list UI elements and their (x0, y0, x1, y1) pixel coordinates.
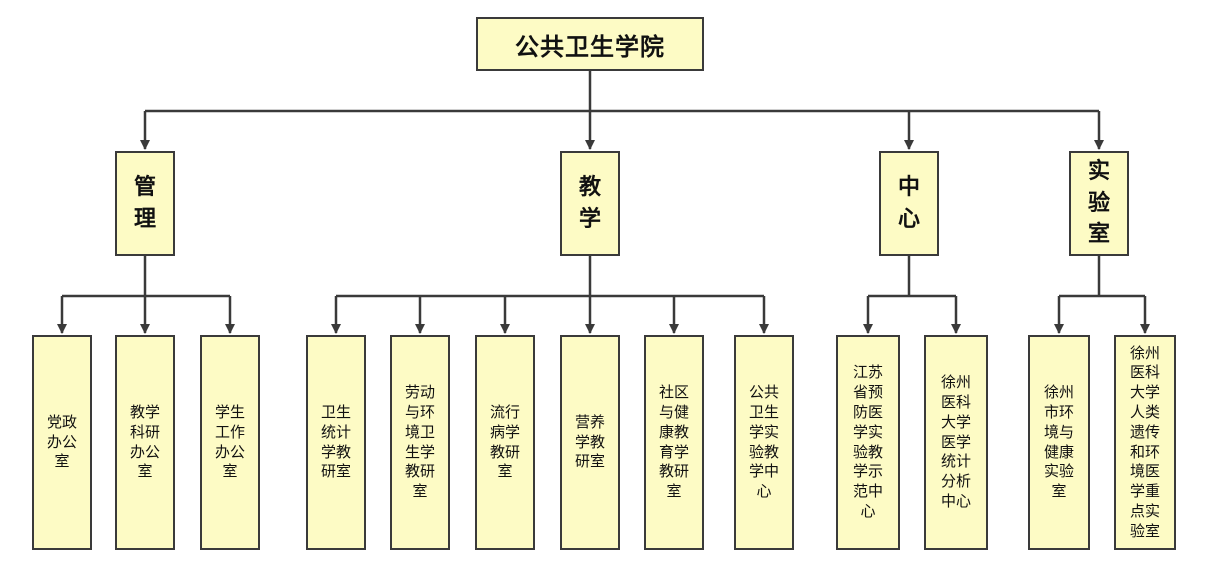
group-label-laboratory: 实 验 室 (1087, 158, 1110, 248)
leaf-node: 徐州 医科 大学 人类 遗传 和环 境医 学重 点实 验室 (1114, 335, 1176, 550)
leaf-label: 劳动 与环 境卫 生学 教研 室 (404, 383, 435, 501)
root-node: 公共卫生学院 (476, 17, 704, 71)
group-node-center: 中 心 (879, 151, 939, 256)
leaf-label: 公共 卫生 学实 验教 学中 心 (748, 383, 779, 501)
root-label: 公共卫生学院 (515, 32, 665, 61)
leaf-label: 学生 工作 办公 室 (214, 402, 245, 481)
leaf-node: 卫生 统计 学教 研室 (306, 335, 366, 550)
leaf-label: 社区 与健 康教 育学 教研 室 (658, 383, 689, 501)
leaf-label: 卫生 统计 学教 研室 (320, 402, 351, 481)
leaf-node: 徐州 医科 大学 医学 统计 分析 中心 (924, 335, 988, 550)
leaf-node: 徐州 市环 境与 健康 实验 室 (1028, 335, 1090, 550)
leaf-node: 党政 办公 室 (32, 335, 92, 550)
leaf-node: 流行 病学 教研 室 (475, 335, 535, 550)
group-label-management: 管 理 (133, 174, 156, 232)
leaf-label: 江苏 省预 防医 学实 验教 学示 范中 心 (852, 363, 883, 520)
group-label-center: 中 心 (897, 174, 920, 232)
group-node-laboratory: 实 验 室 (1069, 151, 1129, 256)
leaf-label: 徐州 医科 大学 人类 遗传 和环 境医 学重 点实 验室 (1129, 343, 1160, 540)
leaf-label: 徐州 市环 境与 健康 实验 室 (1043, 383, 1074, 501)
group-node-teaching: 教 学 (560, 151, 620, 256)
leaf-label: 营养 学教 研室 (574, 412, 605, 471)
leaf-node: 营养 学教 研室 (560, 335, 620, 550)
leaf-node: 学生 工作 办公 室 (200, 335, 260, 550)
group-label-teaching: 教 学 (578, 174, 601, 232)
leaf-label: 徐州 医科 大学 医学 统计 分析 中心 (940, 373, 971, 510)
leaf-node: 劳动 与环 境卫 生学 教研 室 (390, 335, 450, 550)
leaf-label: 流行 病学 教研 室 (489, 402, 520, 481)
leaf-node: 教学 科研 办公 室 (115, 335, 175, 550)
group-node-management: 管 理 (115, 151, 175, 256)
leaf-label: 党政 办公 室 (46, 412, 77, 471)
leaf-node: 社区 与健 康教 育学 教研 室 (644, 335, 704, 550)
leaf-node: 江苏 省预 防医 学实 验教 学示 范中 心 (836, 335, 900, 550)
leaf-node: 公共 卫生 学实 验教 学中 心 (734, 335, 794, 550)
leaf-label: 教学 科研 办公 室 (129, 402, 160, 481)
